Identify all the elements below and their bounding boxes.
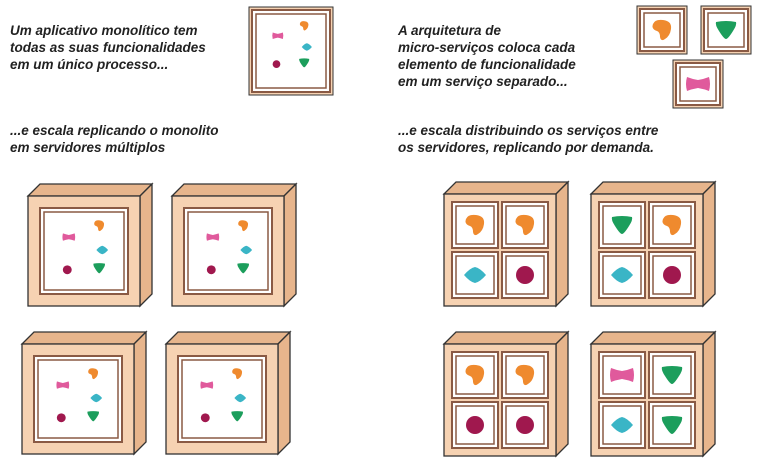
monolith-intro-caption: Um aplicativo monolítico tem todas as su…: [10, 23, 206, 72]
service-cell: [451, 201, 499, 249]
monolith-server-panel: [177, 355, 267, 443]
green-triangle-icon: [715, 21, 737, 39]
teal-diamond-icon: [611, 417, 633, 433]
service-cell: [501, 201, 549, 249]
green-triangle-icon: [661, 416, 683, 434]
pink-bowtie-icon: [206, 233, 220, 241]
teal-diamond-icon: [96, 245, 109, 255]
service-cell: [451, 251, 499, 299]
pink-bowtie-icon: [200, 381, 214, 389]
orange-blob-icon: [465, 364, 485, 386]
green-triangle-icon: [611, 216, 633, 234]
pink-bowtie-icon: [610, 368, 634, 382]
microservice-server-4: [589, 330, 717, 458]
green-triangle-icon: [299, 58, 310, 68]
service-cell: [648, 401, 696, 449]
orange-blob-icon: [465, 214, 485, 236]
monolith-server-2: [170, 182, 298, 308]
pink-bowtie-icon: [272, 32, 284, 40]
crimson-circle-icon: [516, 266, 534, 284]
service-cell: [501, 351, 549, 399]
crimson-circle-icon: [466, 416, 484, 434]
crimson-circle-icon: [663, 266, 681, 284]
microservice-sample-1: [636, 5, 688, 55]
service-cell: [598, 401, 646, 449]
service-cell: [598, 201, 646, 249]
green-triangle-icon: [237, 263, 250, 274]
monolith-scale-caption: ...e escala replicando o monolito em ser…: [10, 123, 219, 155]
crimson-circle-icon: [272, 60, 281, 69]
monolith-server-3: [20, 330, 148, 456]
microservice-sample-3: [672, 59, 724, 109]
monolith-server-panel: [33, 355, 123, 443]
monolith-sample-panel: [251, 9, 331, 93]
service-cell: [451, 351, 499, 399]
green-triangle-icon: [231, 411, 244, 422]
teal-diamond-icon: [301, 43, 312, 51]
microservices-scale-caption: ...e escala distribuindo os serviços ent…: [398, 123, 659, 155]
orange-blob-icon: [515, 364, 535, 386]
orange-blob-icon: [238, 220, 249, 232]
pink-bowtie-icon: [62, 233, 76, 241]
microservice-sample-2: [700, 5, 752, 55]
pink-bowtie-icon: [686, 77, 710, 91]
service-cell: [501, 251, 549, 299]
orange-blob-icon: [232, 368, 243, 380]
pink-bowtie-icon: [56, 381, 70, 389]
orange-blob-icon: [94, 220, 105, 232]
orange-blob-icon: [299, 21, 309, 31]
green-triangle-icon: [661, 366, 683, 384]
monolith-server-4: [164, 330, 292, 456]
teal-diamond-icon: [611, 267, 633, 283]
service-cell: [648, 251, 696, 299]
crimson-circle-icon: [206, 265, 216, 275]
service-cell: [598, 351, 646, 399]
orange-blob-icon: [662, 214, 682, 236]
orange-blob-icon: [515, 214, 535, 236]
teal-diamond-icon: [234, 393, 247, 403]
service-cell: [648, 201, 696, 249]
green-triangle-icon: [93, 263, 106, 274]
teal-diamond-icon: [240, 245, 253, 255]
teal-diamond-icon: [90, 393, 103, 403]
monolith-server-panel: [39, 207, 129, 295]
monolith-server-panel: [183, 207, 273, 295]
orange-blob-icon: [652, 19, 672, 41]
service-cell: [501, 401, 549, 449]
service-cell: [451, 401, 499, 449]
crimson-circle-icon: [516, 416, 534, 434]
crimson-circle-icon: [56, 413, 66, 423]
service-cell: [598, 251, 646, 299]
crimson-circle-icon: [200, 413, 210, 423]
orange-blob-icon: [88, 368, 99, 380]
microservices-intro-caption: A arquitetura de micro-serviços coloca c…: [398, 23, 576, 89]
service-cell: [648, 351, 696, 399]
microservice-server-2: [589, 180, 717, 308]
monolith-sample: [248, 6, 334, 96]
teal-diamond-icon: [464, 267, 486, 283]
monolith-server-1: [26, 182, 154, 308]
microservice-server-1: [442, 180, 570, 308]
green-triangle-icon: [87, 411, 100, 422]
crimson-circle-icon: [62, 265, 72, 275]
microservice-server-3: [442, 330, 570, 458]
